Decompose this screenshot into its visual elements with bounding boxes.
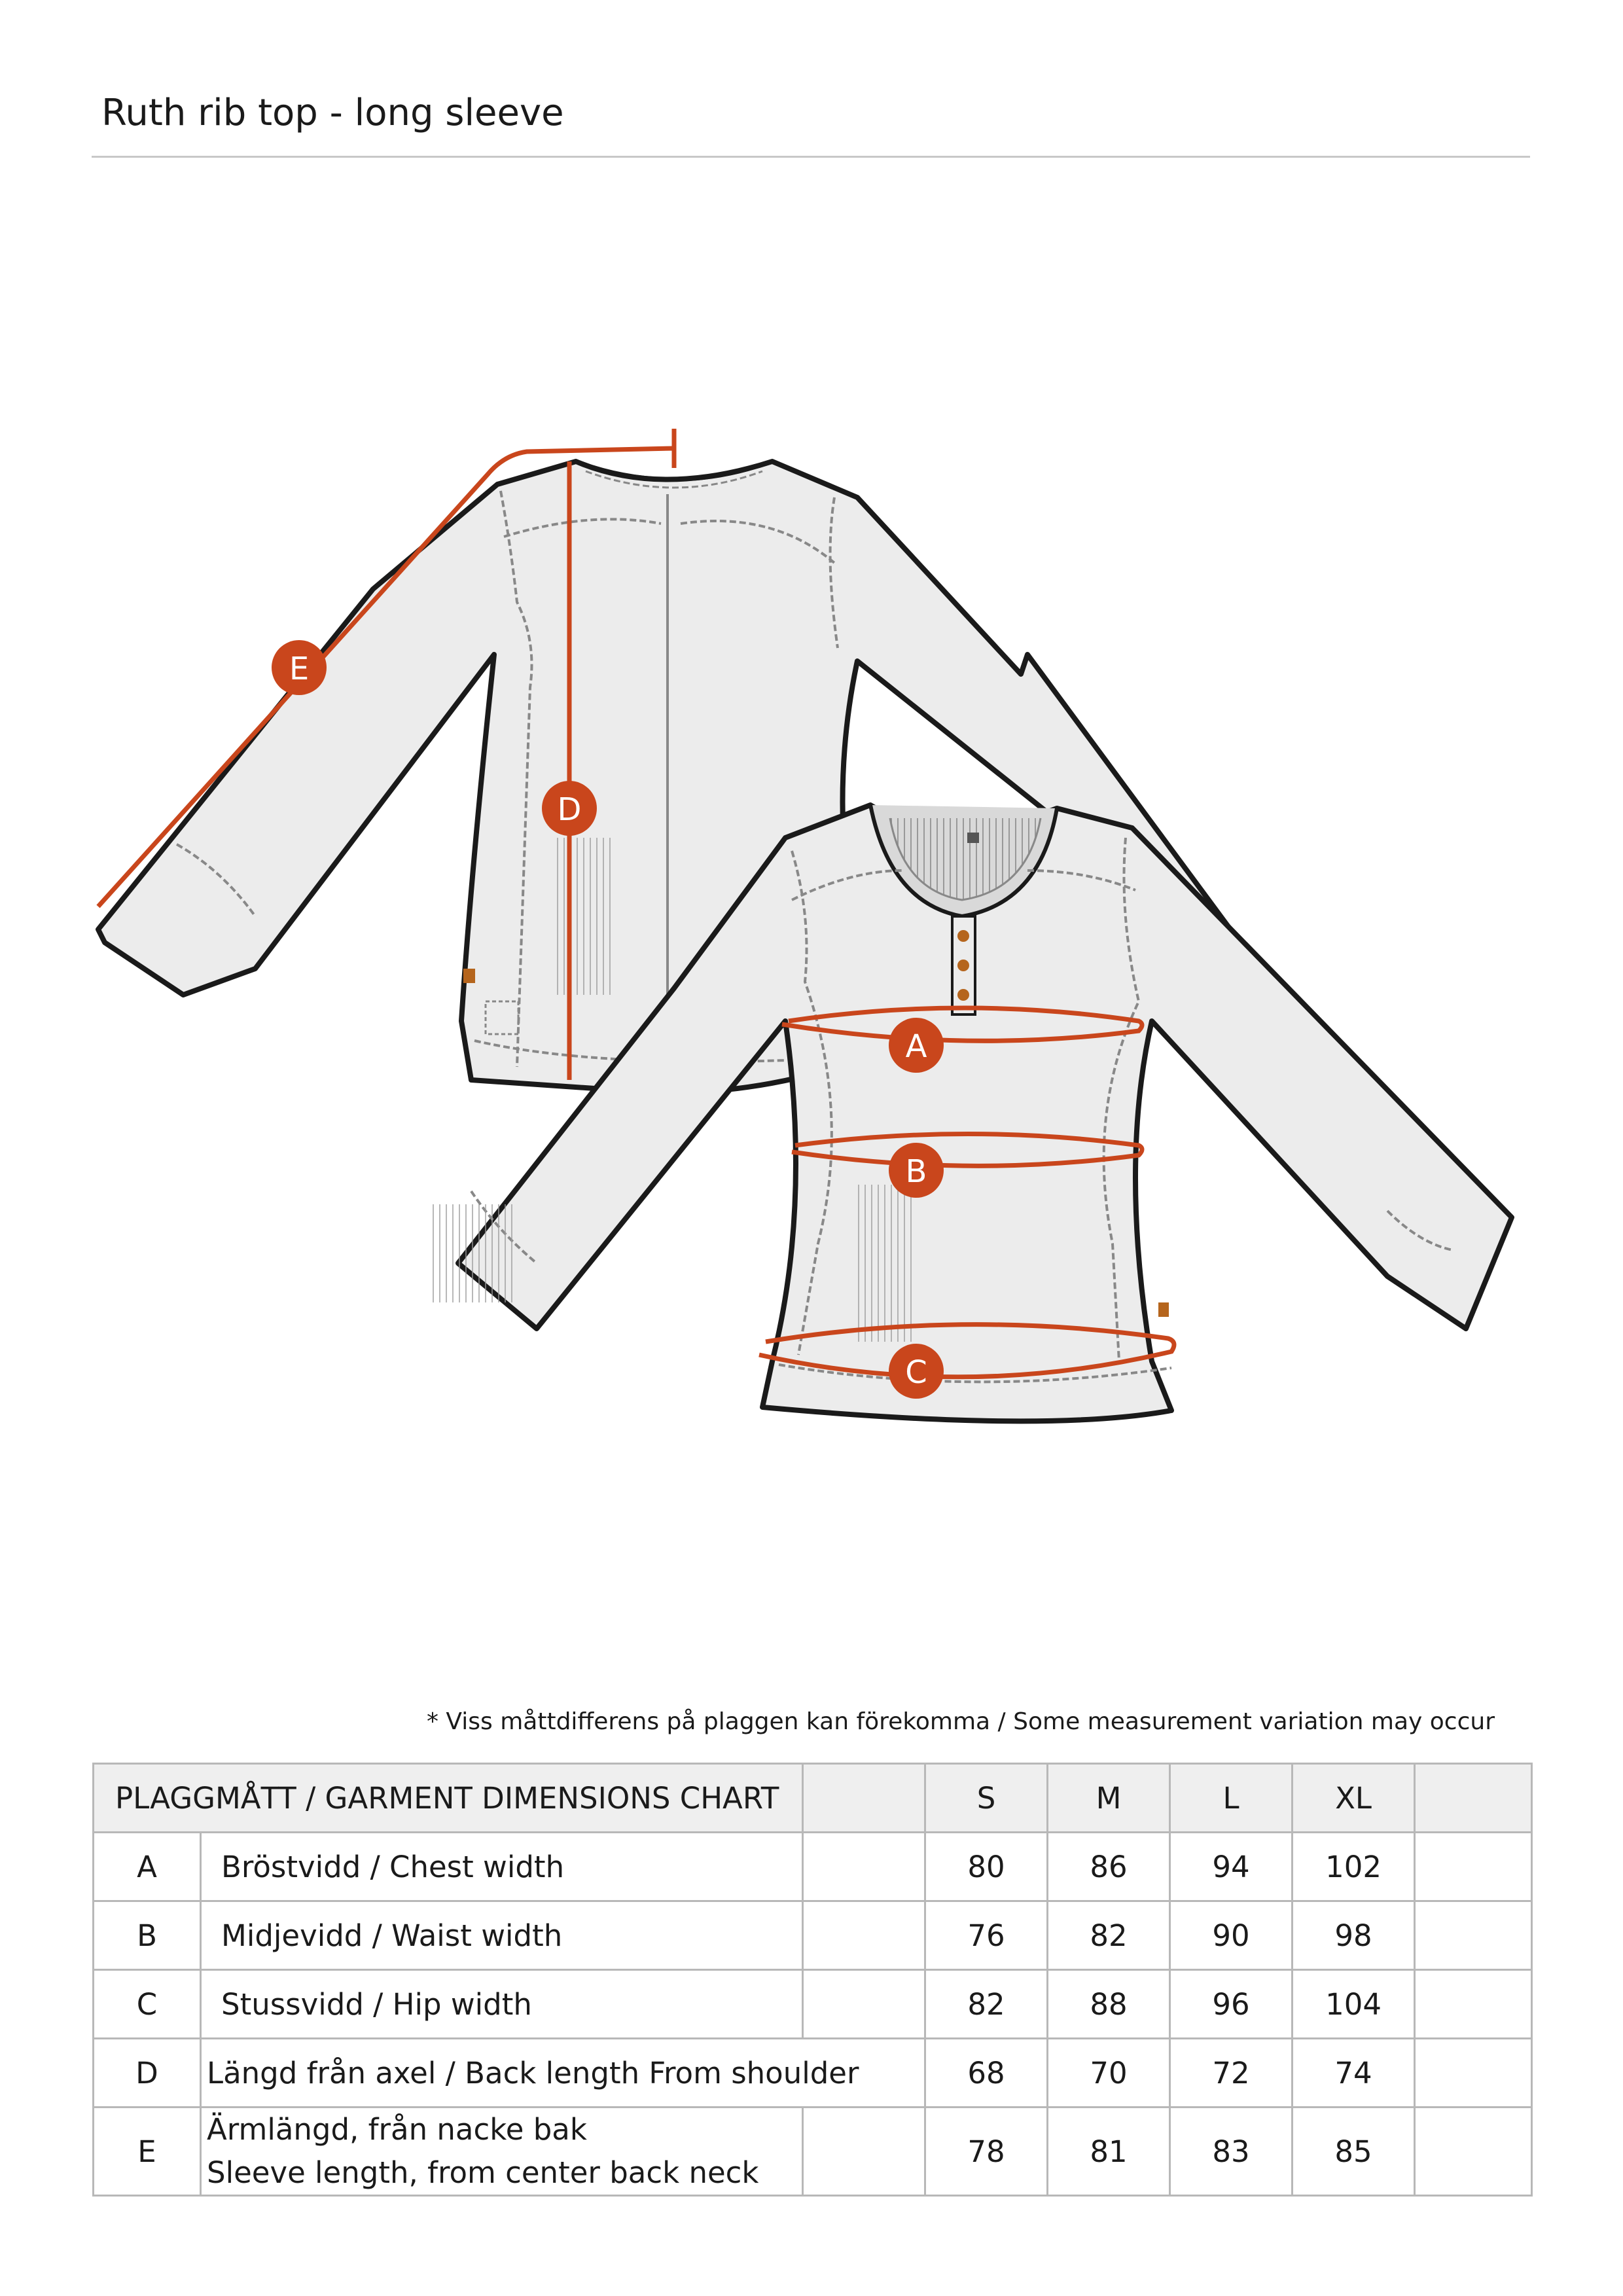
marker-d: D [542, 781, 597, 836]
marker-d-label: D [558, 791, 582, 828]
value-l: 72 [1169, 2037, 1294, 2108]
value-l: 83 [1169, 2106, 1294, 2197]
row-label: Bröstvidd / Chest width [199, 1831, 804, 1902]
table-row-b: B Midjevidd / Waist width 76 82 90 98 [92, 1900, 1533, 1971]
value-l: 96 [1169, 1969, 1294, 2039]
row-key: B [92, 1900, 202, 1971]
row-extra [1414, 2037, 1533, 2108]
value-l: 94 [1169, 1831, 1294, 1902]
value-m: 88 [1046, 1969, 1171, 2039]
row-label-line-1: Ärmlängd, från nacke bak [207, 2112, 587, 2147]
marker-b-label: B [906, 1153, 927, 1190]
row-label-line-2: Sleeve length, from center back neck [207, 2155, 759, 2190]
row-label: Midjevidd / Waist width [199, 1900, 804, 1971]
value-s: 68 [924, 2037, 1049, 2108]
value-s: 82 [924, 1969, 1049, 2039]
row-key: E [92, 2106, 202, 2197]
table-row-a: A Bröstvidd / Chest width 80 86 94 102 [92, 1831, 1533, 1902]
row-spacer [802, 1969, 927, 2039]
row-extra [1414, 1831, 1533, 1902]
value-l: 90 [1169, 1900, 1294, 1971]
row-extra [1414, 1900, 1533, 1971]
value-m: 86 [1046, 1831, 1171, 1902]
size-l: L [1169, 1763, 1294, 1833]
marker-c-label: C [905, 1354, 927, 1391]
table-header-spacer [802, 1763, 927, 1833]
marker-c: C [889, 1344, 944, 1399]
value-m: 82 [1046, 1900, 1171, 1971]
size-extra [1414, 1763, 1533, 1833]
value-m: 81 [1046, 2106, 1171, 2197]
marker-e: E [272, 640, 327, 695]
value-s: 76 [924, 1900, 1049, 1971]
marker-b: B [889, 1143, 944, 1198]
value-s: 78 [924, 2106, 1049, 2197]
title-divider [92, 156, 1530, 158]
back-view-garment [96, 459, 1233, 1096]
value-xl: 104 [1291, 1969, 1416, 2039]
row-label: Stussvidd / Hip width [199, 1969, 804, 2039]
row-extra [1414, 1969, 1533, 2039]
size-xl: XL [1291, 1763, 1416, 1833]
value-s: 80 [924, 1831, 1049, 1902]
value-xl: 85 [1291, 2106, 1416, 2197]
row-spacer [802, 2106, 927, 2197]
measurement-note: * Viss måttdifferens på plaggen kan före… [426, 1708, 1495, 1735]
size-s: S [924, 1763, 1049, 1833]
row-extra [1414, 2106, 1533, 2197]
table-row-e: E Ärmlängd, från nacke bak Sleeve length… [92, 2106, 1533, 2197]
row-label: Längd från axel / Back length From shoul… [199, 2037, 927, 2108]
table-row-c: C Stussvidd / Hip width 82 88 96 104 [92, 1969, 1533, 2039]
page-title: Ruth rib top - long sleeve [101, 92, 564, 134]
marker-a: A [889, 1018, 944, 1073]
garment-illustration: E D A B C [96, 429, 1514, 1424]
row-key: A [92, 1831, 202, 1902]
value-xl: 98 [1291, 1900, 1416, 1971]
row-key: D [92, 2037, 202, 2108]
table-header: PLAGGMÅTT / GARMENT DIMENSIONS CHART [92, 1763, 804, 1833]
size-m: M [1046, 1763, 1171, 1833]
row-spacer [802, 1900, 927, 1971]
table-header-row: PLAGGMÅTT / GARMENT DIMENSIONS CHART S M… [92, 1763, 1533, 1833]
marker-e-label: E [289, 651, 309, 687]
value-m: 70 [1046, 2037, 1171, 2108]
value-xl: 102 [1291, 1831, 1416, 1902]
value-xl: 74 [1291, 2037, 1416, 2108]
marker-a-label: A [906, 1028, 927, 1065]
row-key: C [92, 1969, 202, 2039]
table-row-d: D Längd från axel / Back length From sho… [92, 2037, 1533, 2108]
front-view-garment [429, 802, 1514, 1424]
row-spacer [802, 1831, 927, 1902]
row-label: Ärmlängd, från nacke bak Sleeve length, … [199, 2106, 804, 2197]
dimensions-table: PLAGGMÅTT / GARMENT DIMENSIONS CHART S M… [92, 1763, 1533, 2197]
